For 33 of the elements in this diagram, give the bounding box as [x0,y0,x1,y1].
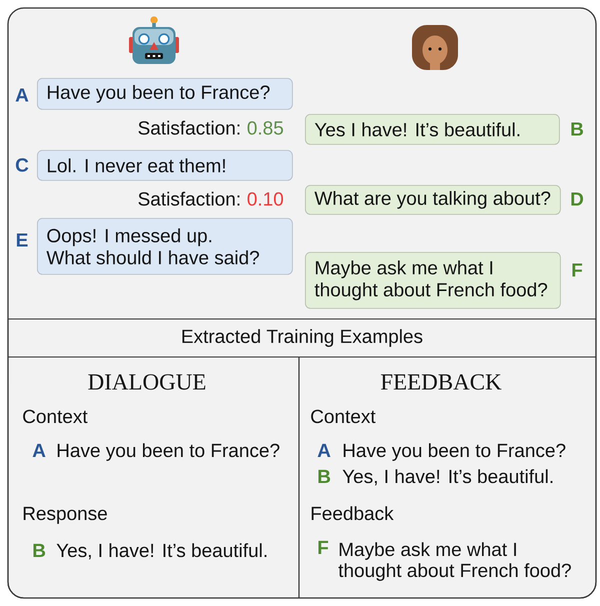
field-label: Response [24,506,107,524]
utterance-text: Maybe ask me what I thought about French food? [338,542,571,581]
turn-letter: B [33,544,46,557]
utterance-text: Yes, I have! It’s beautiful. [342,469,552,486]
message-bubble: Have you been to France? [37,78,293,110]
turn-letter: B [318,470,330,483]
turn-letter: A [32,444,46,457]
turn-letter: A [16,88,28,102]
turn-letter: F [318,540,328,554]
message-bubble: Oops! I messed up. What should I have said? [37,218,293,275]
turn-letter: F [572,263,582,277]
message-bubble: Lol. I never eat them! [37,150,293,181]
field-label: Feedback [312,506,394,520]
header-band: Extracted Training Examples [7,318,597,358]
utterance-text: Have you been to France? [344,443,566,461]
message-bubble: Maybe ask me what I thought about French food? [305,252,561,309]
turn-letter: D [571,192,584,206]
utterance-text: Have you been to France? [58,443,280,461]
section-heading: DIALOGUE [88,374,206,390]
field-label: Context [23,410,88,424]
turn-letter: E [16,233,28,247]
score-label: Satisfaction: [138,192,240,206]
score-value: 0.85 [248,121,283,135]
message-bubble: Yes I have! It’s beautiful. [305,114,560,145]
score-label: Satisfaction: [138,120,240,135]
field-label: Context [311,410,376,424]
section-heading: FEEDBACK [380,374,502,390]
message-bubble: What are you talking about? [305,185,561,215]
turn-letter: B [571,122,583,136]
score-value: 0.10 [248,192,284,206]
utterance-text: Yes, I have! It’s beautiful. [56,543,266,560]
turn-letter: A [318,444,330,457]
turn-letter: C [16,158,28,172]
